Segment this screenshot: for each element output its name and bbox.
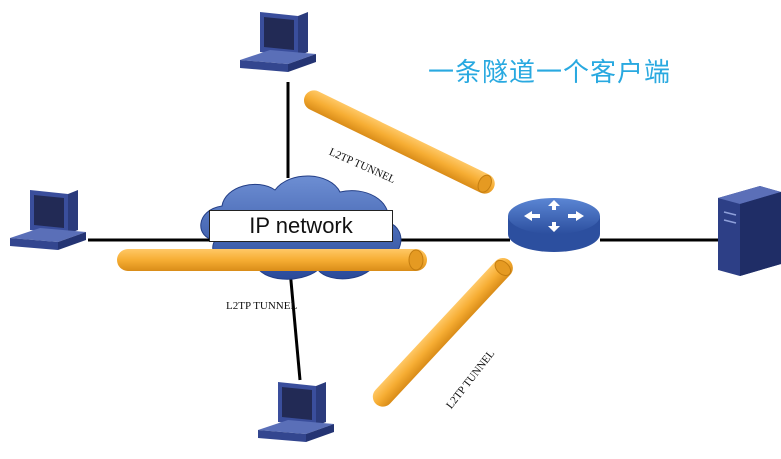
computer-icon bbox=[240, 12, 316, 72]
cloud-label: IP network bbox=[209, 210, 393, 242]
computer-icon bbox=[10, 190, 86, 250]
tunnel-top bbox=[303, 90, 495, 194]
tunnels bbox=[117, 90, 513, 407]
tunnel-bottom bbox=[372, 257, 513, 407]
server-icon bbox=[718, 186, 781, 276]
tunnel-label-left: L2TP TUNNEL bbox=[226, 300, 298, 312]
tunnel-left bbox=[117, 249, 427, 271]
diagram-title: 一条隧道一个客户端 bbox=[428, 58, 672, 88]
links bbox=[88, 82, 722, 381]
link-bottom-pc bbox=[288, 269, 302, 381]
router-icon bbox=[508, 198, 600, 252]
computer-icon bbox=[258, 382, 334, 442]
